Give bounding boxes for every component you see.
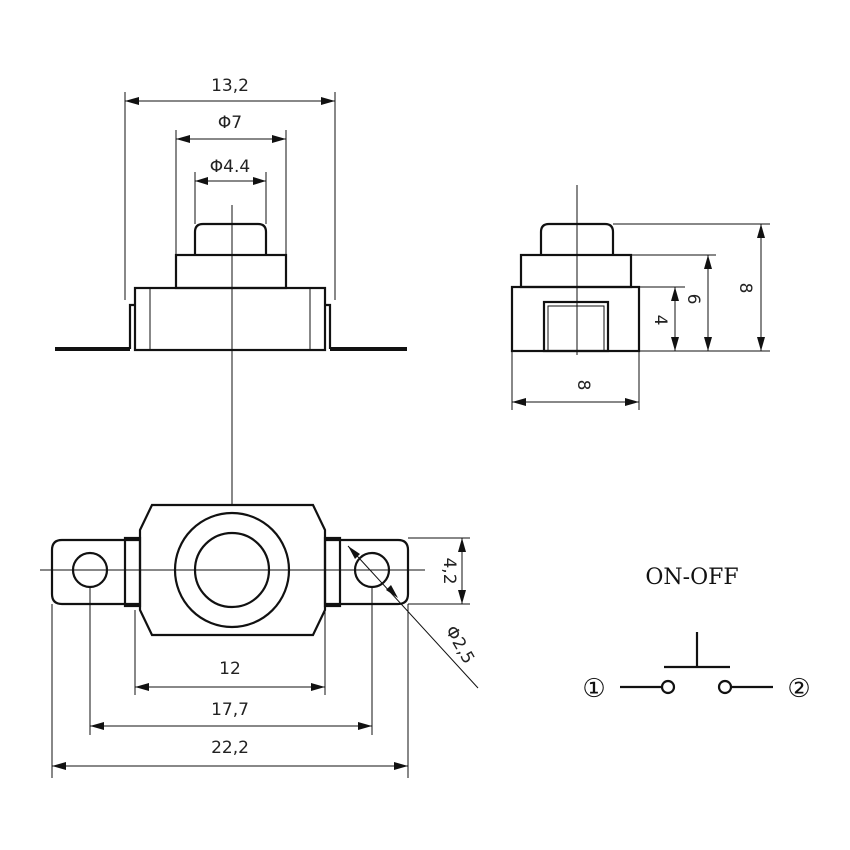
pin-1-label: ①: [582, 674, 605, 704]
dim-inner-diameter: Φ4.4: [210, 157, 250, 177]
side-view: 8 8 6 4: [510, 185, 770, 410]
switch-button: [193, 222, 268, 255]
dim-side-height-mid: 6: [683, 294, 703, 305]
plan-view: 4,2 Φ2,5 12 17,7 22,2: [40, 503, 479, 778]
left-lead-bend: [128, 303, 135, 349]
dim-side-height-low: 4: [650, 315, 670, 326]
switch-schematic: ON-OFF ① ②: [582, 565, 810, 704]
right-lead-bend: [325, 303, 332, 349]
schematic-title: ON-OFF: [645, 565, 738, 590]
pin-1-contact: [660, 679, 676, 695]
dim-side-height-total: 8: [735, 283, 755, 294]
dim-hole-pitch: 17,7: [211, 700, 249, 720]
dim-side-width: 8: [573, 380, 593, 391]
dim-hole-spacing: 4,2: [439, 557, 459, 584]
switch-body: [133, 286, 327, 352]
dim-outer-diameter: Φ7: [218, 113, 242, 133]
pin-2-contact: [717, 679, 733, 695]
front-view: 13,2 Φ7 Φ4.4: [55, 76, 407, 505]
side-collar: [519, 253, 633, 289]
left-tab: [50, 538, 140, 606]
dim-hole-diameter: Φ2,5: [441, 623, 479, 668]
dim-body-width: 12: [219, 659, 241, 679]
plan-body: [138, 503, 327, 637]
right-tab: [325, 538, 410, 606]
pin-2-label: ②: [787, 674, 810, 704]
side-window: [542, 300, 610, 353]
dim-overall-length: 22,2: [211, 738, 249, 758]
side-body: [510, 285, 641, 353]
switch-collar: [174, 253, 288, 290]
dim-top-width: 13,2: [211, 76, 249, 96]
